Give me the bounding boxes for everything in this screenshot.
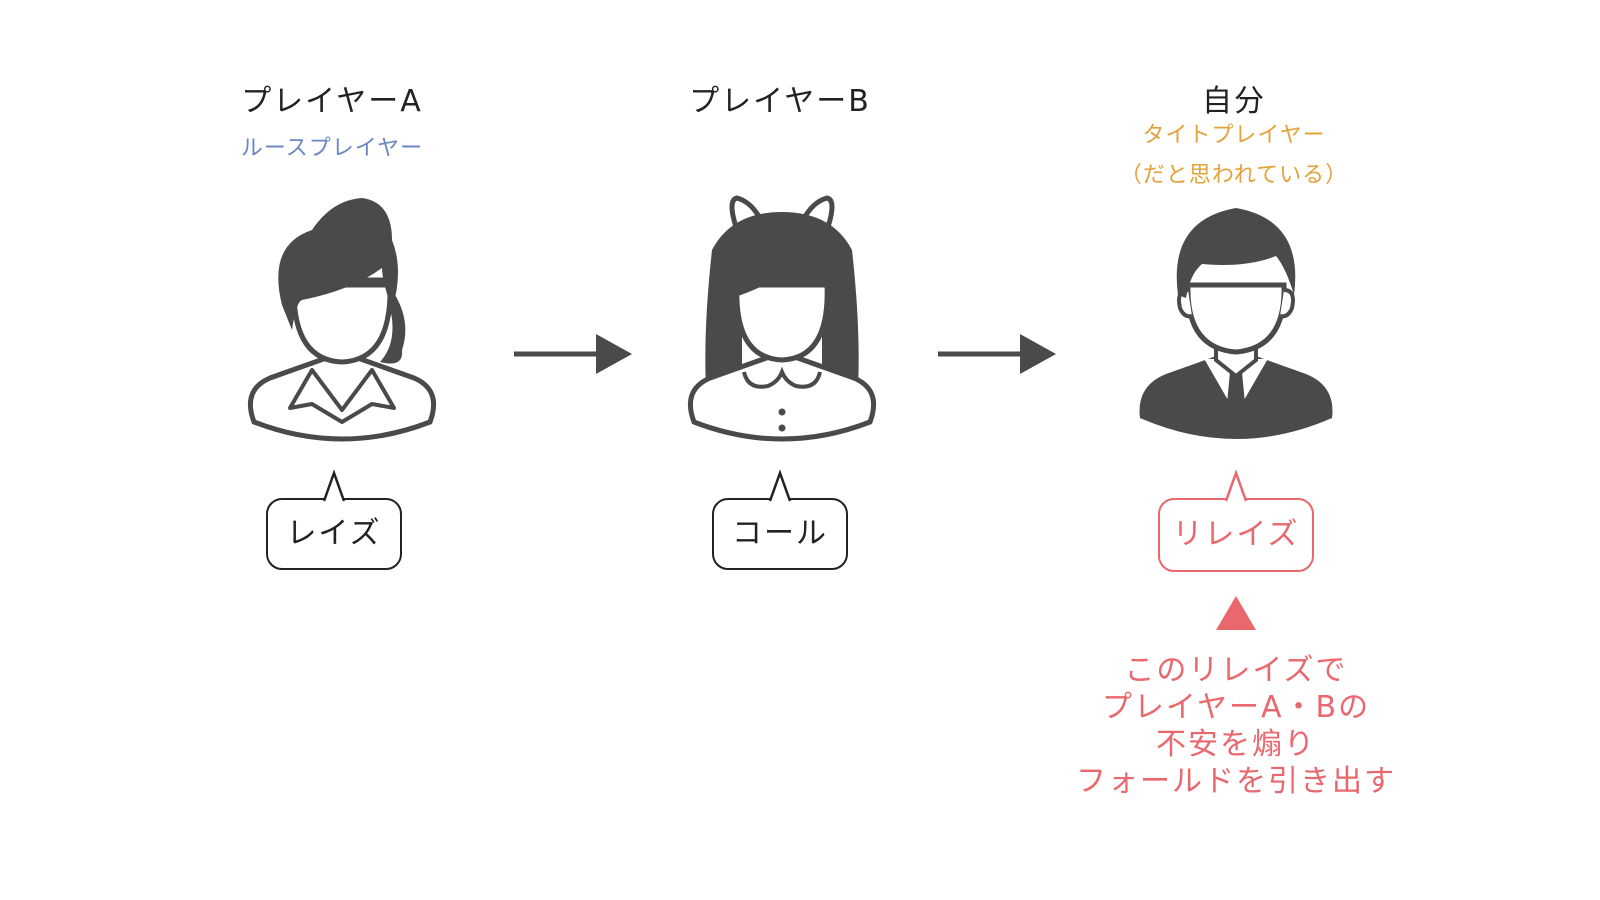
- note-line: このリレイズで: [1124, 653, 1348, 688]
- woman-ponytail-icon: [248, 198, 436, 442]
- arrow-right-icon: [514, 334, 632, 374]
- player-b-action-bubble: コール: [712, 469, 848, 570]
- note-line: 不安を煽り: [1156, 727, 1316, 762]
- arrow-right-icon: [938, 334, 1056, 374]
- self-type-label: タイトプレイヤー: [1142, 123, 1326, 148]
- self-action-bubble: リレイズ: [1158, 469, 1314, 572]
- player-a-type-label: ルースプレイヤー: [240, 136, 424, 161]
- note-line: プレイヤーA・Bの: [1101, 690, 1371, 725]
- player-a-name: プレイヤーA: [241, 84, 423, 119]
- self-name: 自分: [1202, 84, 1266, 119]
- player-a-action: レイズ: [286, 516, 382, 551]
- self-action: リレイズ: [1172, 517, 1300, 552]
- self-type-note: （だと思われている）: [1119, 163, 1349, 188]
- man-suit-icon: [1139, 208, 1333, 439]
- note-line: フォールドを引き出す: [1076, 764, 1396, 799]
- player-b-action: コール: [732, 516, 828, 551]
- player-a-action-bubble: レイズ: [266, 469, 402, 570]
- triangle-up-icon: [1216, 596, 1256, 630]
- player-b-name: プレイヤーB: [689, 84, 871, 119]
- girl-ribbon-icon: [688, 195, 876, 442]
- note-text: このリレイズで プレイヤーA・Bの 不安を煽り フォールドを引き出す: [1006, 652, 1466, 800]
